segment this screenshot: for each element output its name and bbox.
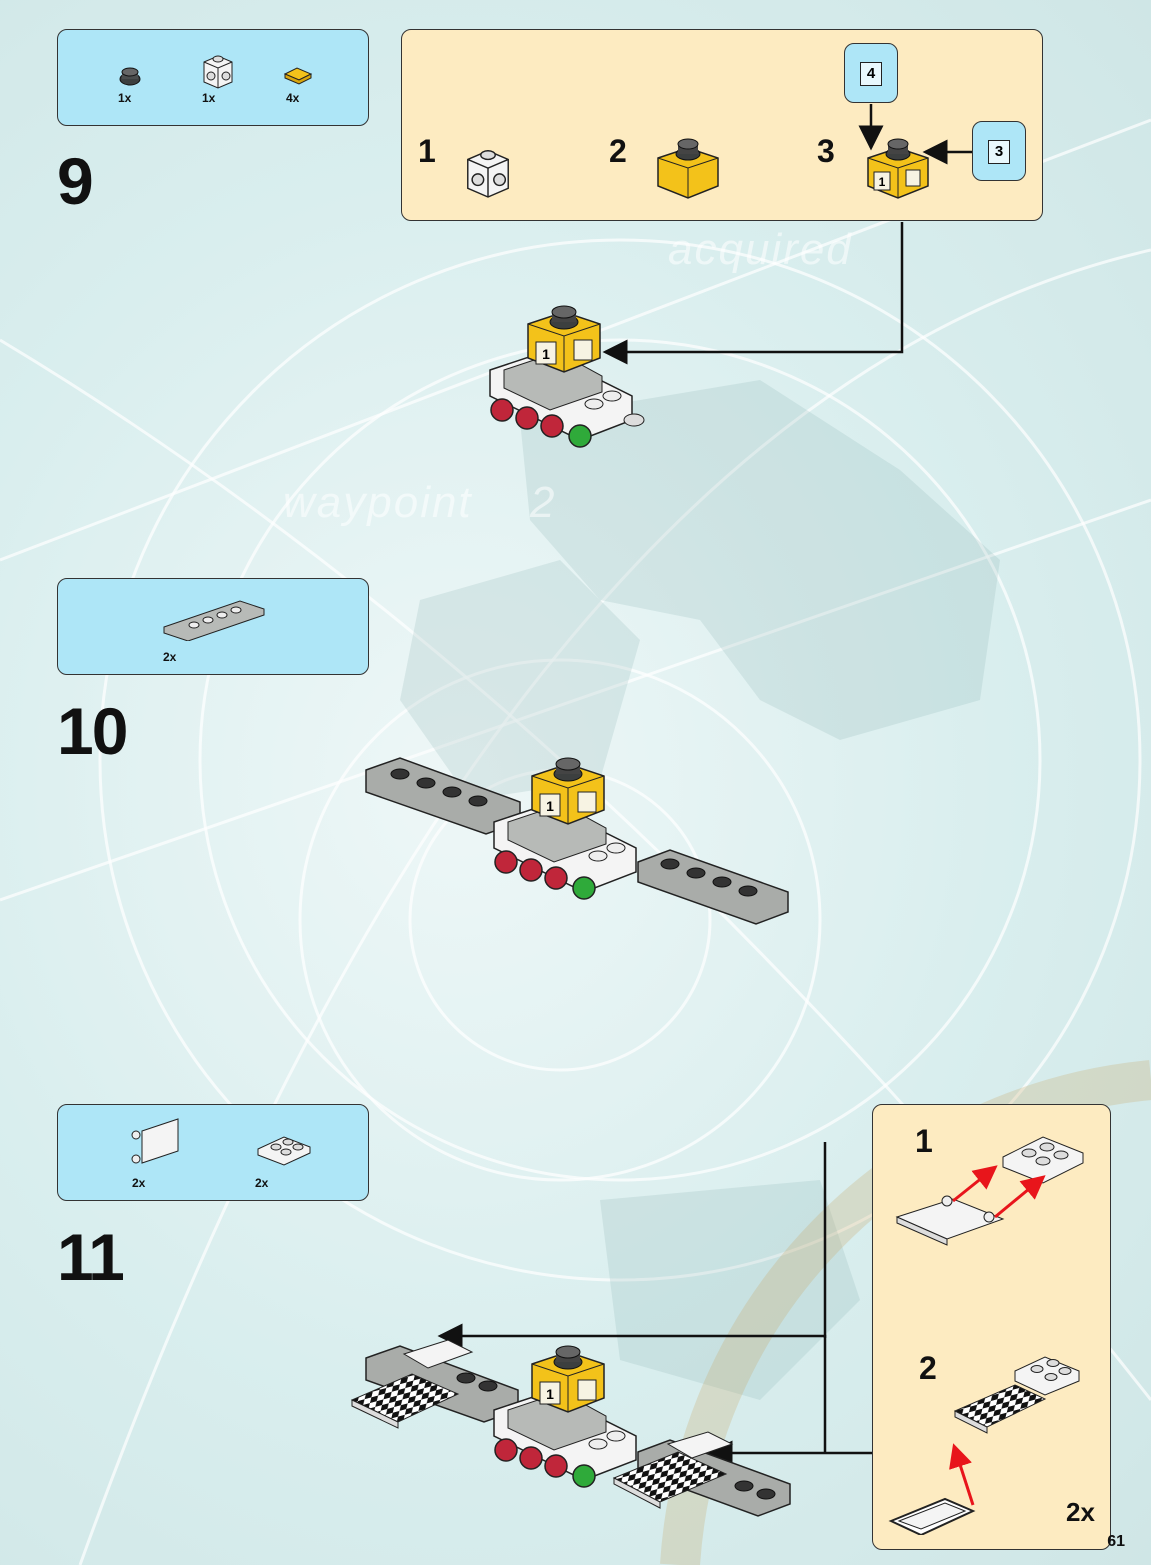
step-10-parts-list: 2x bbox=[57, 578, 369, 675]
part-quantity: 2x bbox=[163, 650, 176, 664]
white-brick-with-studs-on-sides-part-icon bbox=[462, 142, 514, 200]
step-11-parts-list: 2x 2x bbox=[57, 1104, 369, 1201]
yellow-cube-with-stud-icon bbox=[652, 134, 724, 206]
watermark-text: 2 bbox=[530, 478, 556, 528]
step-9-parts-list: 1x 1x 4x bbox=[57, 29, 369, 126]
step-number: 10 bbox=[57, 698, 126, 764]
step-number: 11 bbox=[57, 1224, 123, 1290]
svg-text:1: 1 bbox=[546, 798, 554, 814]
svg-text:1: 1 bbox=[546, 1386, 554, 1402]
step-9-subassembly-box: 1 2 3 1 bbox=[401, 29, 1043, 221]
substep-multiplier: 2x bbox=[1066, 1499, 1095, 1525]
substep-number: 1 bbox=[418, 135, 436, 167]
flag-attaching-to-hinge-plate-icon bbox=[893, 1117, 1093, 1257]
page-number: 61 bbox=[1107, 1533, 1125, 1551]
step-11-assembled-model: 1 bbox=[348, 1340, 798, 1540]
sticker-number: 3 bbox=[988, 140, 1010, 164]
watermark-text: waypoint bbox=[283, 478, 473, 528]
part-quantity: 1x bbox=[202, 91, 215, 105]
watermark-text: acquired bbox=[668, 225, 853, 275]
yellow-tile-part-icon bbox=[283, 64, 313, 86]
yellow-cube-with-stickers-icon: 1 bbox=[862, 134, 934, 206]
part-quantity: 1x bbox=[118, 91, 131, 105]
step-number: 9 bbox=[57, 148, 92, 214]
substep-number: 2 bbox=[609, 135, 627, 167]
white-flag-part-icon bbox=[128, 1117, 184, 1173]
sticker-callout: 3 bbox=[972, 121, 1026, 181]
white-hinge-plate-part-icon bbox=[254, 1127, 314, 1171]
step-10-assembled-model: 1 bbox=[360, 752, 792, 952]
dark-gray-round-stud-part-icon bbox=[116, 64, 144, 90]
step-11-subassembly-box: 1 2 bbox=[872, 1104, 1111, 1550]
sticker-number: 4 bbox=[860, 62, 882, 86]
svg-text:1: 1 bbox=[542, 346, 550, 362]
step-9-assembled-model: 1 bbox=[484, 300, 664, 460]
part-quantity: 2x bbox=[132, 1176, 145, 1190]
white-brick-with-studs-on-sides-part-icon bbox=[200, 50, 236, 90]
sticker-callout: 4 bbox=[844, 43, 898, 103]
part-quantity: 4x bbox=[286, 91, 299, 105]
svg-text:1: 1 bbox=[879, 175, 886, 189]
gray-hinge-plate-part-icon bbox=[160, 591, 270, 641]
part-quantity: 2x bbox=[255, 1176, 268, 1190]
substep-number: 3 bbox=[817, 135, 835, 167]
